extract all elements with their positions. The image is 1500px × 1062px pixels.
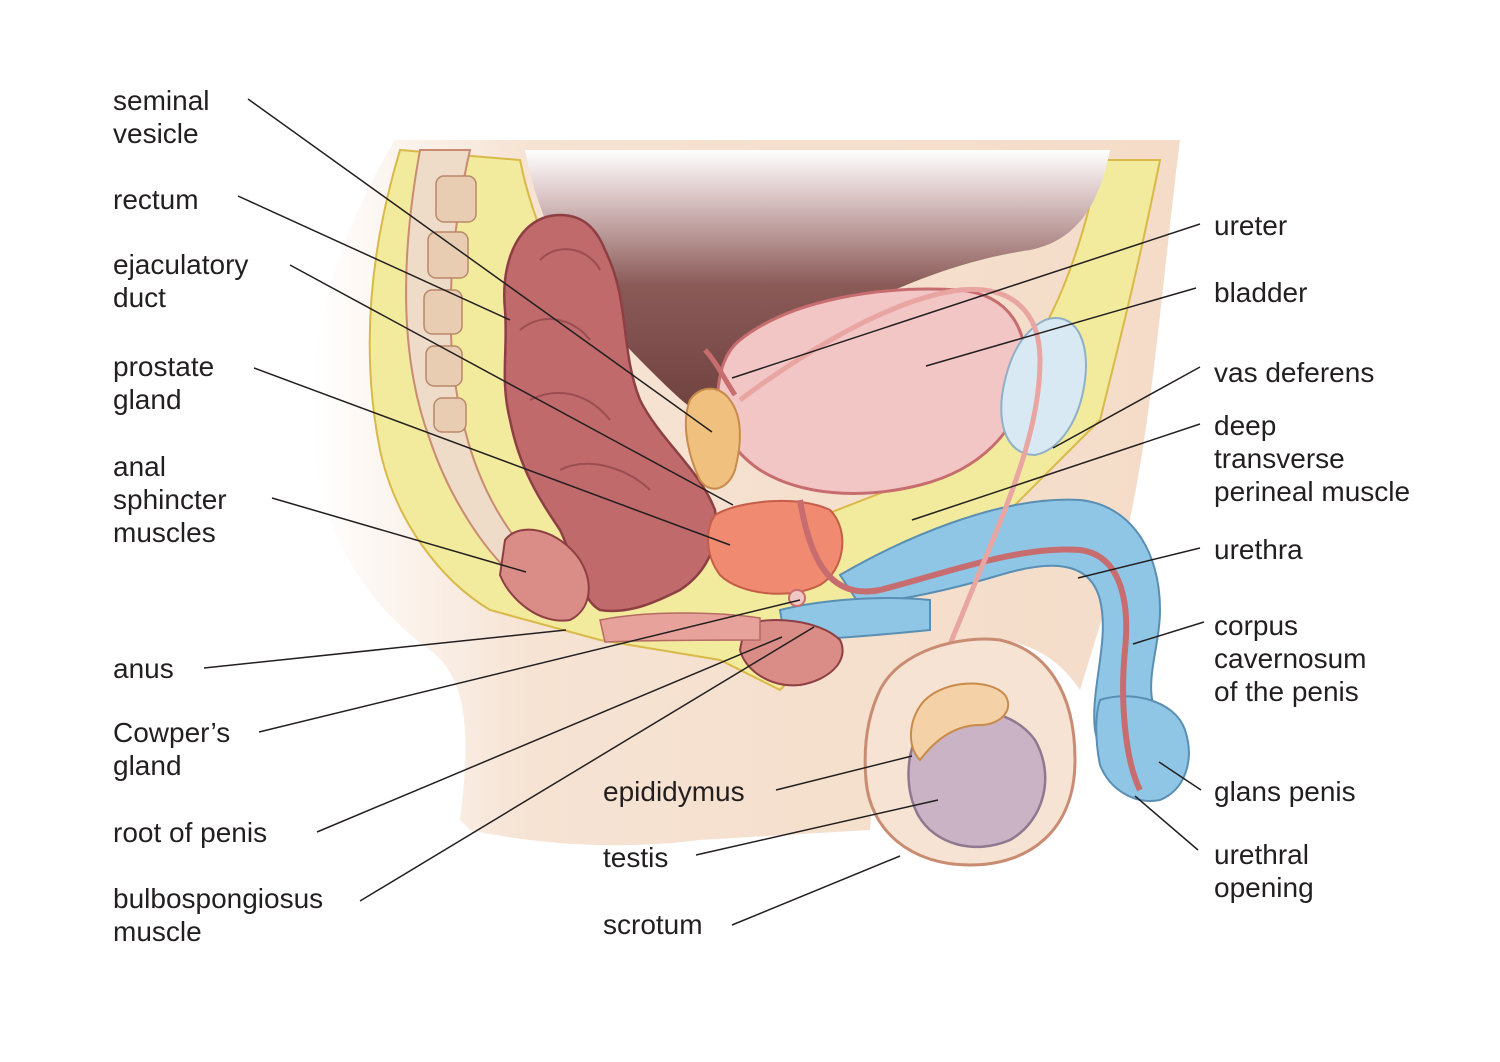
label-line: transverse <box>1214 443 1345 474</box>
label-cowpers-gland: Cowper’s gland <box>113 716 230 782</box>
label-line: vesicle <box>113 118 199 149</box>
label-corpus-cavernosum: corpus cavernosum of the penis <box>1214 609 1367 708</box>
label-line: cavernosum <box>1214 643 1367 674</box>
leader-deep-transverse-perineal-muscle <box>911 423 1201 521</box>
label-line: muscle <box>113 916 202 947</box>
leader-rectum <box>237 195 511 321</box>
label-urethra: urethra <box>1214 533 1303 566</box>
cowpers-gland-organ <box>788 589 806 607</box>
leader-bulbospongiosus-muscle <box>359 626 815 902</box>
label-line: opening <box>1214 872 1314 903</box>
label-line: deep <box>1214 410 1277 441</box>
label-line: vas deferens <box>1214 357 1375 388</box>
label-line: anal <box>113 451 166 482</box>
leader-urethra <box>1077 547 1201 579</box>
label-rectum: rectum <box>113 183 199 216</box>
label-line: scrotum <box>603 909 703 940</box>
rectum-organ <box>503 213 718 613</box>
leader-prostate-gland <box>253 367 731 546</box>
leader-epididymus <box>775 755 913 791</box>
leader-corpus-cavernosum <box>1132 621 1205 645</box>
label-line: urethra <box>1214 534 1303 565</box>
label-line: of the penis <box>1214 676 1359 707</box>
leader-scrotum <box>731 855 901 926</box>
urethra-organ <box>797 499 1143 792</box>
label-line: Cowper’s <box>113 717 231 748</box>
leader-urethral-opening <box>1134 795 1199 851</box>
leader-ureter <box>731 223 1201 379</box>
leader-testis <box>695 799 939 856</box>
anal-canal <box>498 528 590 622</box>
leader-lines <box>203 98 1205 926</box>
leader-vas-deferens <box>1052 366 1201 449</box>
label-line: gland <box>113 384 182 415</box>
label-vas-deferens: vas deferens <box>1214 356 1374 389</box>
label-line: seminal <box>113 85 210 116</box>
seminal-vesicle-organ <box>684 387 741 490</box>
label-bladder: bladder <box>1214 276 1307 309</box>
label-bulbospongiosus-muscle: bulbospongiosus muscle <box>113 882 323 948</box>
label-anal-sphincter-muscles: anal sphincter muscles <box>113 450 227 549</box>
label-line: sphincter <box>113 484 227 515</box>
glans-penis-organ <box>1095 695 1190 802</box>
label-line: rectum <box>113 184 199 215</box>
label-line: gland <box>113 750 182 781</box>
prostate-organ <box>707 499 844 595</box>
label-anus: anus <box>113 652 174 685</box>
label-ureter: ureter <box>1214 209 1287 242</box>
pubic-bone <box>1000 317 1087 457</box>
label-line: epididymus <box>603 776 745 807</box>
label-line: corpus <box>1214 610 1299 641</box>
label-seminal-vesicle: seminal vesicle <box>113 84 209 150</box>
label-ejaculatory-duct: ejaculatory duct <box>113 248 248 314</box>
label-testis: testis <box>603 841 668 874</box>
epididymis-organ <box>909 682 1010 762</box>
label-line: prostate <box>113 351 215 382</box>
label-line: muscles <box>113 517 216 548</box>
label-line: anus <box>113 653 174 684</box>
label-line: testis <box>603 842 669 873</box>
pelvic-cavity <box>525 150 1110 420</box>
label-line: glans penis <box>1214 776 1356 807</box>
label-line: root of penis <box>113 817 268 848</box>
leader-root-of-penis <box>316 636 783 833</box>
label-line: bladder <box>1214 277 1308 308</box>
label-epididymus: epididymus <box>603 775 745 808</box>
rectum-folds <box>519 248 651 491</box>
label-deep-transverse-perineal-muscle: deep transverse perineal muscle <box>1214 409 1410 508</box>
bulbospongiosus-organ <box>738 619 844 687</box>
leader-cowpers-gland <box>258 599 801 733</box>
label-prostate-gland: prostate gland <box>113 350 214 416</box>
label-line: duct <box>113 282 166 313</box>
label-line: perineal muscle <box>1214 476 1411 507</box>
label-urethral-opening: urethral opening <box>1214 838 1314 904</box>
leader-ejaculatory-duct <box>289 264 734 506</box>
leader-anal-sphincter-muscles <box>271 497 527 573</box>
leader-anus <box>203 629 567 669</box>
label-line: bulbospongiosus <box>113 883 324 914</box>
leader-seminal-vesicle <box>247 98 713 433</box>
label-root-of-penis: root of penis <box>113 816 267 849</box>
perineal-muscle-band <box>599 612 761 643</box>
label-line: ureter <box>1214 210 1288 241</box>
leader-glans-penis <box>1158 761 1202 791</box>
label-line: ejaculatory <box>113 249 249 280</box>
label-scrotum: scrotum <box>603 908 703 941</box>
leader-bladder <box>925 287 1197 367</box>
ureter-duct <box>703 348 738 397</box>
label-line: urethral <box>1214 839 1309 870</box>
label-glans-penis: glans penis <box>1214 775 1356 808</box>
